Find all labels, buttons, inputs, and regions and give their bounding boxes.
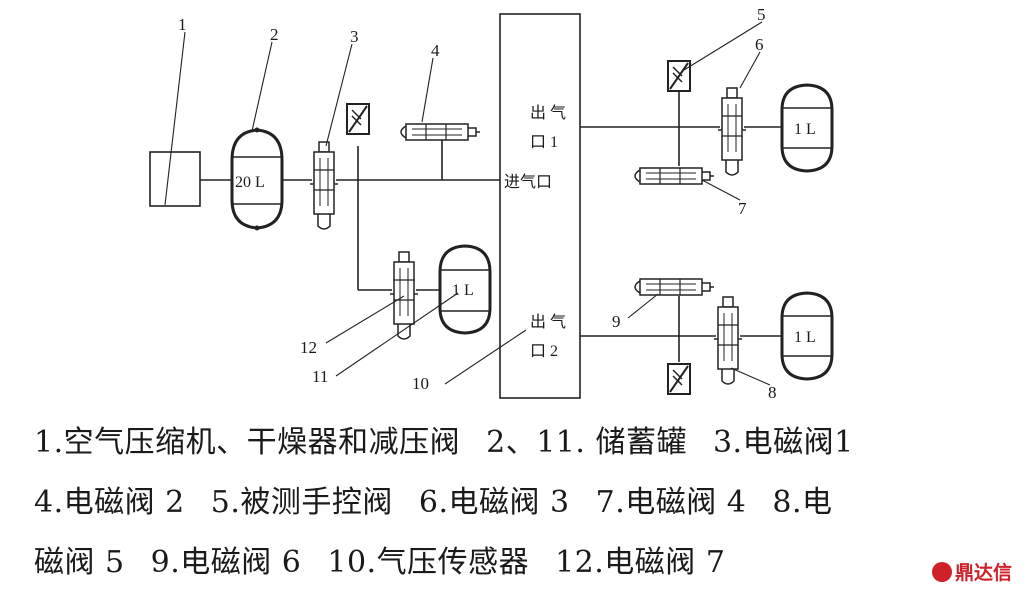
label-9: 9 xyxy=(612,312,621,331)
label-11: 11 xyxy=(312,367,328,386)
outlet2-label-line2: 口 2 xyxy=(530,343,558,360)
legend-item-7: 7.电磁阀 4 xyxy=(595,485,747,520)
pneumatic-test-diagram: 20 L 1 L 进气口 出 气 口 1 出 气 口 2 1 L 1 L xyxy=(149,5,834,402)
piping xyxy=(200,92,782,362)
label-12: 12 xyxy=(300,338,317,357)
tank-1l-left-label: 1 L xyxy=(452,282,474,299)
legend-item-9: 9.电磁阀 6 xyxy=(150,545,302,580)
inlet-label: 进气口 xyxy=(504,173,552,191)
legend-item-5: 5.被测手控阀 xyxy=(210,485,393,520)
watermark-logo: 鼎达信 xyxy=(932,558,1012,585)
outlet1-label-line2: 口 1 xyxy=(530,134,558,151)
tank-1l-top-right-label: 1 L xyxy=(794,121,816,138)
solenoid-valve-7 xyxy=(389,251,419,340)
label-6: 6 xyxy=(755,35,764,54)
hand-valve-extra xyxy=(346,103,370,135)
tank-20l-label: 20 L xyxy=(235,174,265,191)
legend-line-3: 磁阀 5 9.电磁阀 6 10.气压传感器 12.电磁阀 7 xyxy=(34,548,1004,578)
legend-item-8-part2: 磁阀 5 xyxy=(34,545,125,580)
solenoid-valve-2 xyxy=(400,123,481,141)
legend-item-8-part1: 8.电 xyxy=(772,485,833,520)
solenoid-valve-4 xyxy=(634,167,715,185)
storage-tank-20l: 20 L xyxy=(230,127,284,231)
compressor-dryer-box xyxy=(149,151,201,207)
solenoid-valve-3 xyxy=(717,87,747,176)
label-2: 2 xyxy=(270,25,279,44)
label-3: 3 xyxy=(350,27,359,46)
outlet2-label-line1: 出 气 xyxy=(530,313,566,331)
legend-item-2-11: 2、11. 储蓄罐 xyxy=(486,425,687,460)
storage-tank-1l-bottom-right: 1 L xyxy=(780,291,834,381)
leader-lines xyxy=(164,21,771,386)
hand-valve-bottom xyxy=(667,363,691,395)
tank-1l-bottom-right-label: 1 L xyxy=(794,329,816,346)
label-10: 10 xyxy=(412,374,429,393)
label-7: 7 xyxy=(738,199,747,218)
storage-tank-1l-left: 1 L xyxy=(438,244,492,335)
label-8: 8 xyxy=(768,383,777,402)
legend-line-1: 1.空气压缩机、干燥器和减压阀 2、11. 储蓄罐 3.电磁阀1 xyxy=(34,428,1004,458)
pressure-sensor-box xyxy=(499,13,581,399)
legend-item-10: 10.气压传感器 xyxy=(327,545,530,580)
solenoid-valve-1 xyxy=(309,141,339,230)
legend-line-2: 4.电磁阀 2 5.被测手控阀 6.电磁阀 3 7.电磁阀 4 8.电 xyxy=(34,488,1004,518)
tested-hand-valve xyxy=(667,60,691,92)
legend-item-12: 12.电磁阀 7 xyxy=(555,545,726,580)
legend-item-6: 6.电磁阀 3 xyxy=(418,485,570,520)
logo-icon xyxy=(932,562,952,582)
legend-item-4: 4.电磁阀 2 xyxy=(34,485,185,520)
outlet1-label-line1: 出 气 xyxy=(530,104,566,122)
solenoid-valve-6 xyxy=(634,278,715,296)
storage-tank-1l-top-right: 1 L xyxy=(780,83,834,173)
legend-item-1: 1.空气压缩机、干燥器和减压阀 xyxy=(34,425,461,460)
number-labels: 1 2 3 4 5 6 7 8 9 10 11 12 xyxy=(178,5,777,402)
label-5: 5 xyxy=(757,5,766,24)
legend-item-3: 3.电磁阀1 xyxy=(712,425,854,460)
watermark-text: 鼎达信 xyxy=(955,562,1013,584)
label-4: 4 xyxy=(431,41,440,60)
label-1: 1 xyxy=(178,15,187,34)
